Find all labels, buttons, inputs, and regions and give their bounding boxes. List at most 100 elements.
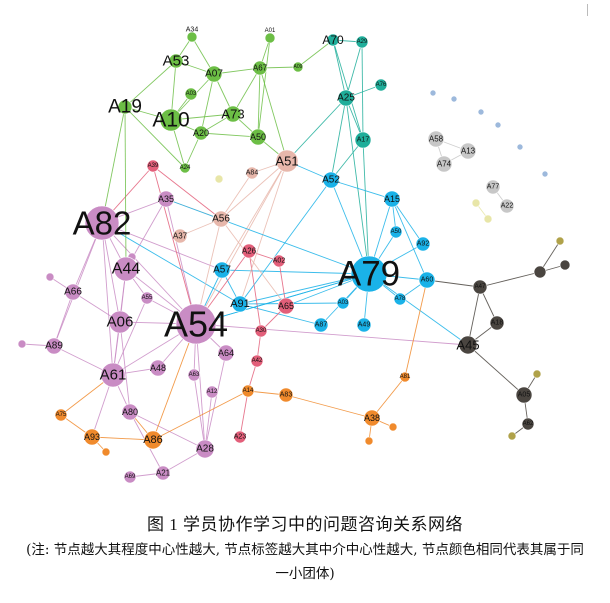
graph-node-label: A64 [218,348,234,358]
graph-node-label: A30 [256,328,267,334]
graph-node: A47 [472,279,488,295]
graph-node-circle [356,317,372,333]
graph-node-circle [187,368,201,382]
graph-node: A15 [383,190,401,208]
graph-node-circle [213,261,231,279]
graph-node-label: A84 [246,170,259,177]
graph-node-label: A39 [148,163,159,169]
graph-node-unlabeled [471,198,481,208]
graph-node: A44 [112,256,140,282]
graph-node-label: A22 [501,203,514,210]
edge [204,391,213,450]
graph-node-label: A37 [173,232,188,241]
edge [101,222,197,325]
graph-node: A10 [152,109,189,132]
graph-node: A57 [213,261,231,279]
graph-node: A13 [459,142,477,160]
graph-node-circle [140,291,154,305]
graph-node-circle [231,295,249,313]
edge [391,198,428,281]
graph-node-circle [83,428,101,446]
graph-node-label: A52 [322,175,340,186]
edge [239,160,288,305]
graph-node-label: A81 [400,374,411,380]
graph-node-circle [459,142,477,160]
graph-node-label: A65 [278,301,294,311]
edge [200,73,215,134]
graph-node-circle [521,417,535,431]
graph-node-circle [458,335,478,355]
graph-node: A83 [278,387,294,403]
graph-node: A65 [277,297,295,315]
graph-node-label: A24 [180,165,191,171]
graph-node: A01 [265,28,276,44]
graph-node-unlabeled [559,259,571,271]
graph-node: A03 [336,296,350,310]
graph-node-circle [149,359,167,377]
graph-node-circle [350,255,388,293]
graph-node: A84 [245,166,259,180]
graph-node-label: A03 [186,91,197,97]
graph-node-label: A53 [163,53,190,70]
graph-node: A81 [400,371,411,383]
graph-node-label: A63 [189,372,200,378]
graph-node: A93 [83,428,101,446]
edge [467,344,525,396]
edge [53,291,74,347]
graph-node-circle [374,78,388,92]
graph-node-circle [336,296,350,310]
graph-node-circle [278,387,294,403]
edge [152,390,249,441]
graph-node-unlabeled [477,108,485,116]
graph-node-label: A26 [242,247,257,256]
edge [362,139,370,275]
graph-node-label: A10 [152,109,189,132]
graph-node-circle [250,354,264,368]
graph-node: A56 [212,210,230,228]
graph-node-label: A92 [417,241,430,248]
graph-node-label: A50 [391,229,402,235]
graph-node-label: A45 [456,338,479,353]
graph-node: A25 [337,89,355,107]
edge [53,222,103,347]
graph-node-label: A78 [395,296,406,302]
graph-node-unlabeled [388,422,398,432]
graph-node-label: A35 [158,194,174,204]
graph-node-unlabeled [483,214,493,224]
graph-node-label: A74 [437,160,452,169]
edge [165,198,197,325]
graph-node-circle [435,155,453,173]
graph-node-circle [241,384,255,398]
graph-node-label: A01 [265,28,276,34]
graph-node: A35 [157,190,175,208]
graph-node-circle [489,315,505,331]
graph-node: A21 [155,465,171,481]
graph-node-label: A75 [56,412,67,418]
edge [101,222,241,305]
graph-node-unlabeled [507,431,517,441]
graph-node-circle [121,403,139,421]
graph-node: A69 [123,470,137,484]
edge [119,321,131,413]
graph-node-label: A93 [84,432,100,442]
graph-node-circle [84,205,120,241]
graph-node-label: A80 [122,407,138,417]
graph-node-circle [393,292,407,306]
graph-node-circle [172,228,188,244]
graph-node: A79 [338,255,400,294]
graph-node-circle [313,317,329,333]
graph-node-circle [117,99,133,115]
graph-node: A19 [108,97,142,118]
edge [195,323,206,450]
edge-layer [21,36,566,478]
edge [391,198,424,245]
graph-node-circle [205,385,219,399]
edge [368,273,469,346]
graph-node: A29 [355,35,369,49]
graph-node-label: A03 [338,300,349,306]
graph-node-label: A61 [100,367,127,384]
edge [101,222,223,271]
graph-node-circle [254,324,268,338]
graph-node: A87 [313,317,329,333]
